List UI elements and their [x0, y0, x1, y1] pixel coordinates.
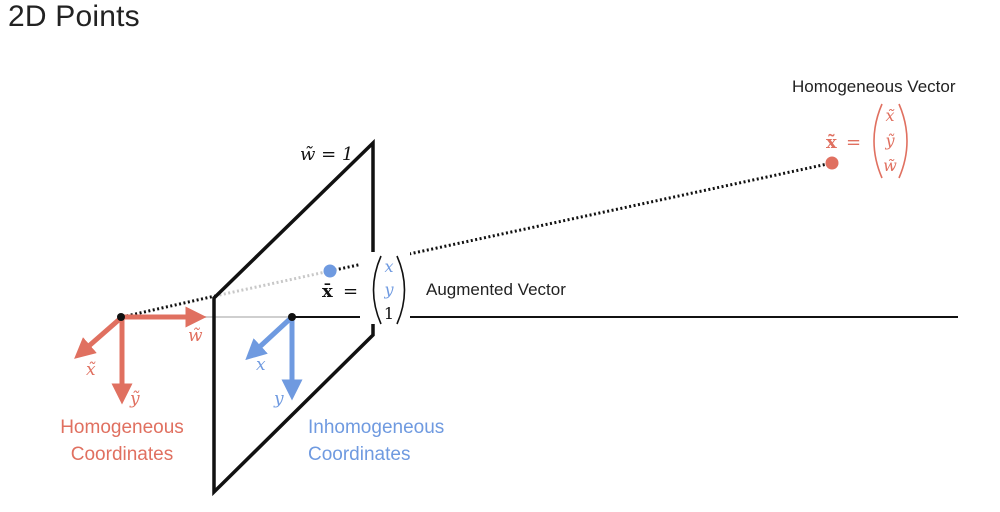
homogeneous-right-paren — [898, 103, 908, 179]
plane-label: w̃ = 1 — [300, 144, 353, 165]
homog-x-axis-arrow — [74, 315, 124, 359]
ray-segment-dark-far — [329, 161, 833, 273]
augmented-right-paren — [396, 255, 406, 325]
augmented-left-paren — [372, 255, 382, 325]
augmented-point — [323, 264, 337, 278]
homogeneous-component-x: x̃ — [885, 106, 894, 125]
inhomog-caption-line2: Coordinates — [308, 444, 410, 465]
homogeneous-point — [825, 156, 839, 170]
inhomog-origin-dot — [288, 313, 296, 321]
homogeneous-component-w: w̃ — [883, 156, 897, 175]
augmented-symbol: x̄ — [322, 281, 333, 302]
inhomog-x-axis-arrow — [245, 315, 294, 361]
inhomog-x-label: x — [256, 355, 266, 375]
augmented-equals: = — [343, 281, 358, 302]
homog-y-label: ỹ — [129, 389, 140, 409]
homogeneous-caption: Homogeneous Vector — [792, 77, 956, 96]
ray-segment-dark-near — [121, 294, 216, 319]
augmented-component-x: x — [384, 257, 393, 276]
homog-caption-line2: Coordinates — [71, 444, 173, 465]
homogeneous-component-y: ỹ — [884, 131, 895, 150]
page-title: 2D Points — [8, 0, 140, 33]
homogeneous-left-paren — [873, 103, 883, 179]
homog-caption-line1: Homogeneous — [60, 417, 184, 438]
homog-origin-dot — [117, 313, 125, 321]
homogeneous-equals: = — [846, 132, 861, 153]
augmented-caption: Augmented Vector — [426, 280, 566, 299]
augmented-component-1: 1 — [384, 304, 394, 323]
homog-w-label: w̃ — [188, 326, 203, 346]
ray-segment-light — [214, 269, 331, 298]
inhomog-caption-line1: Inhomogeneous — [308, 417, 444, 438]
homog-x-label: x̃ — [86, 360, 96, 380]
image-plane — [212, 138, 375, 497]
augmented-component-y: y — [383, 280, 394, 299]
homogeneous-symbol: x̃ — [826, 132, 837, 153]
inhomog-y-label: y — [273, 389, 284, 409]
